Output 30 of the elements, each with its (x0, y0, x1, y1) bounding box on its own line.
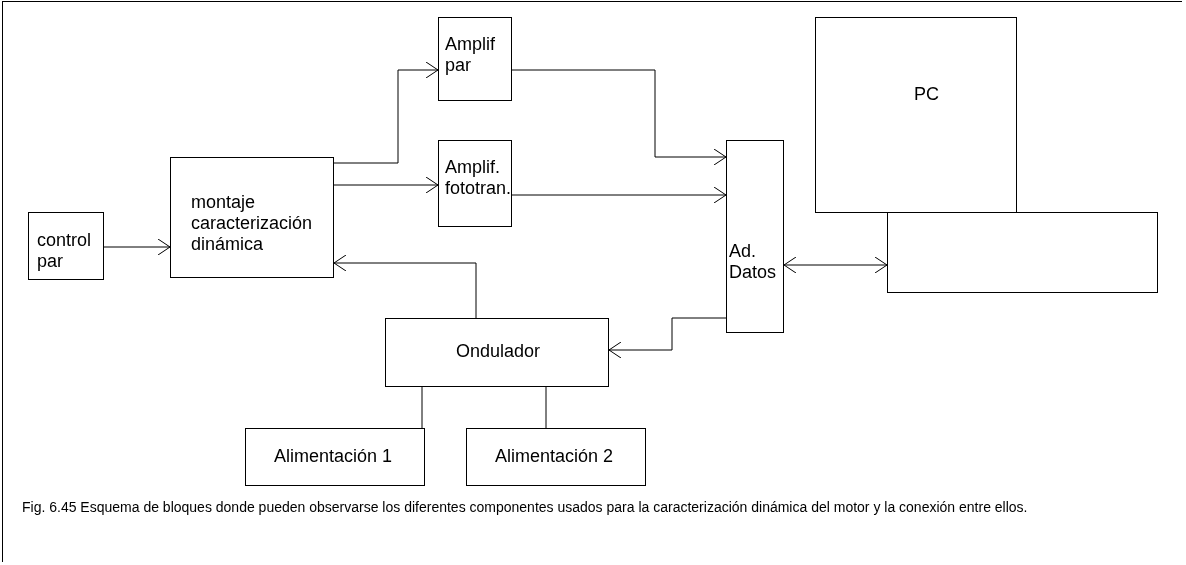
arrow (783, 256, 888, 274)
block-box (438, 17, 512, 101)
block-box (466, 428, 646, 486)
block-label: Alimentación 2 (495, 446, 615, 467)
block-box (385, 318, 609, 387)
block-box (28, 212, 104, 280)
block-label: Ondulador (456, 341, 542, 362)
block-label: Amplif par (445, 34, 496, 76)
block-label: PC (914, 84, 940, 105)
block-box (815, 17, 1017, 213)
arrow (333, 176, 439, 194)
block-label: control par (37, 230, 93, 272)
arrow (608, 317, 727, 359)
arrow (511, 69, 727, 166)
block-label: Alimentación 1 (274, 446, 394, 467)
arrow (103, 238, 171, 256)
connector-line (545, 386, 547, 429)
block-box (245, 428, 425, 486)
figure-caption: Fig. 6.45 Esquema de bloques donde pueden observarse los diferentes componentes usados para la caracterización dinámica del motor y la conexión entre ellos. (22, 498, 1029, 517)
block-label: montaje caracterización dinámica (191, 192, 314, 255)
block-box (170, 157, 334, 278)
connector-line (421, 386, 423, 429)
arrow (333, 61, 439, 164)
block-label: Ad. Datos (729, 241, 778, 283)
block-box (438, 140, 512, 227)
block-label: Amplif. fototran. (445, 157, 511, 199)
arrow (333, 254, 477, 319)
computer-base-box (887, 212, 1158, 293)
arrow (511, 186, 727, 204)
block-box (726, 140, 784, 333)
